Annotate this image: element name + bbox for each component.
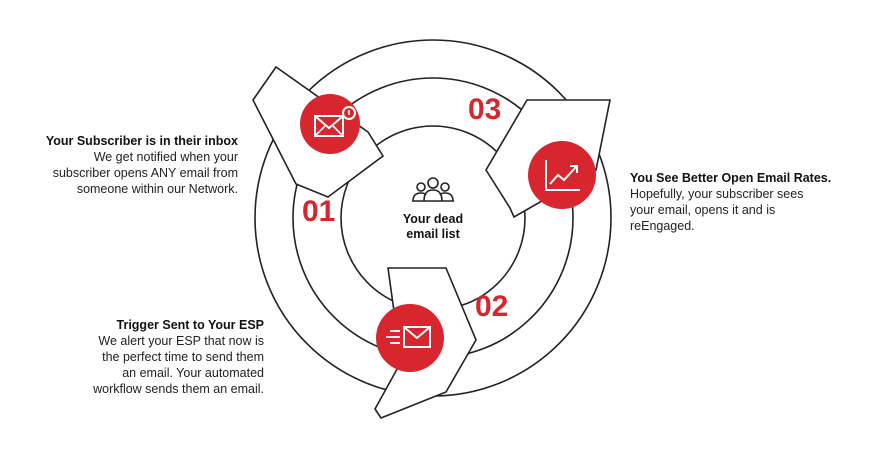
step1-body-line: We get notified when your (93, 150, 238, 164)
step1-icon-circle (300, 94, 360, 154)
step2-body-line: your email, opens it and is (630, 203, 776, 217)
center-label: Your dead email list (383, 212, 483, 242)
step2-body-line: Hopefully, your subscriber sees (630, 187, 804, 201)
step1-body-line: subscriber opens ANY email from (52, 166, 238, 180)
rising-chart-icon (545, 160, 580, 191)
step3-icon-circle (376, 304, 444, 372)
step2-body-line: reEngaged. (630, 219, 695, 233)
step3-body-line: workflow sends them an email. (93, 382, 264, 396)
step2-title: You See Better Open Email Rates. (630, 171, 832, 185)
cycle-label-bottom-right: 02 (475, 290, 508, 323)
sending-envelope-icon (386, 326, 431, 348)
step1-description: Your Subscriber is in their inbox We get… (14, 133, 238, 197)
group-of-people-icon (412, 177, 454, 202)
step1-body-line: someone within our Network. (76, 182, 238, 196)
step3-body-line: the perfect time to send them (102, 350, 264, 364)
step3-body-line: We alert your ESP that now is (98, 334, 264, 348)
center-label-line1: Your dead (402, 212, 464, 226)
step3-body-line: an email. Your automated (122, 366, 264, 380)
step2-icon-circle (528, 141, 596, 209)
step3-title: Trigger Sent to Your ESP (116, 318, 264, 332)
cycle-label-top-right: 03 (468, 93, 501, 126)
step3-description: Trigger Sent to Your ESP We alert your E… (40, 317, 264, 397)
step2-description: You See Better Open Email Rates. Hopeful… (630, 170, 870, 234)
cycle-label-left: 01 (302, 195, 335, 228)
step1-title: Your Subscriber is in their inbox (45, 134, 238, 148)
envelope-notification-icon (314, 106, 356, 137)
center-label-line2: email list (406, 227, 460, 241)
